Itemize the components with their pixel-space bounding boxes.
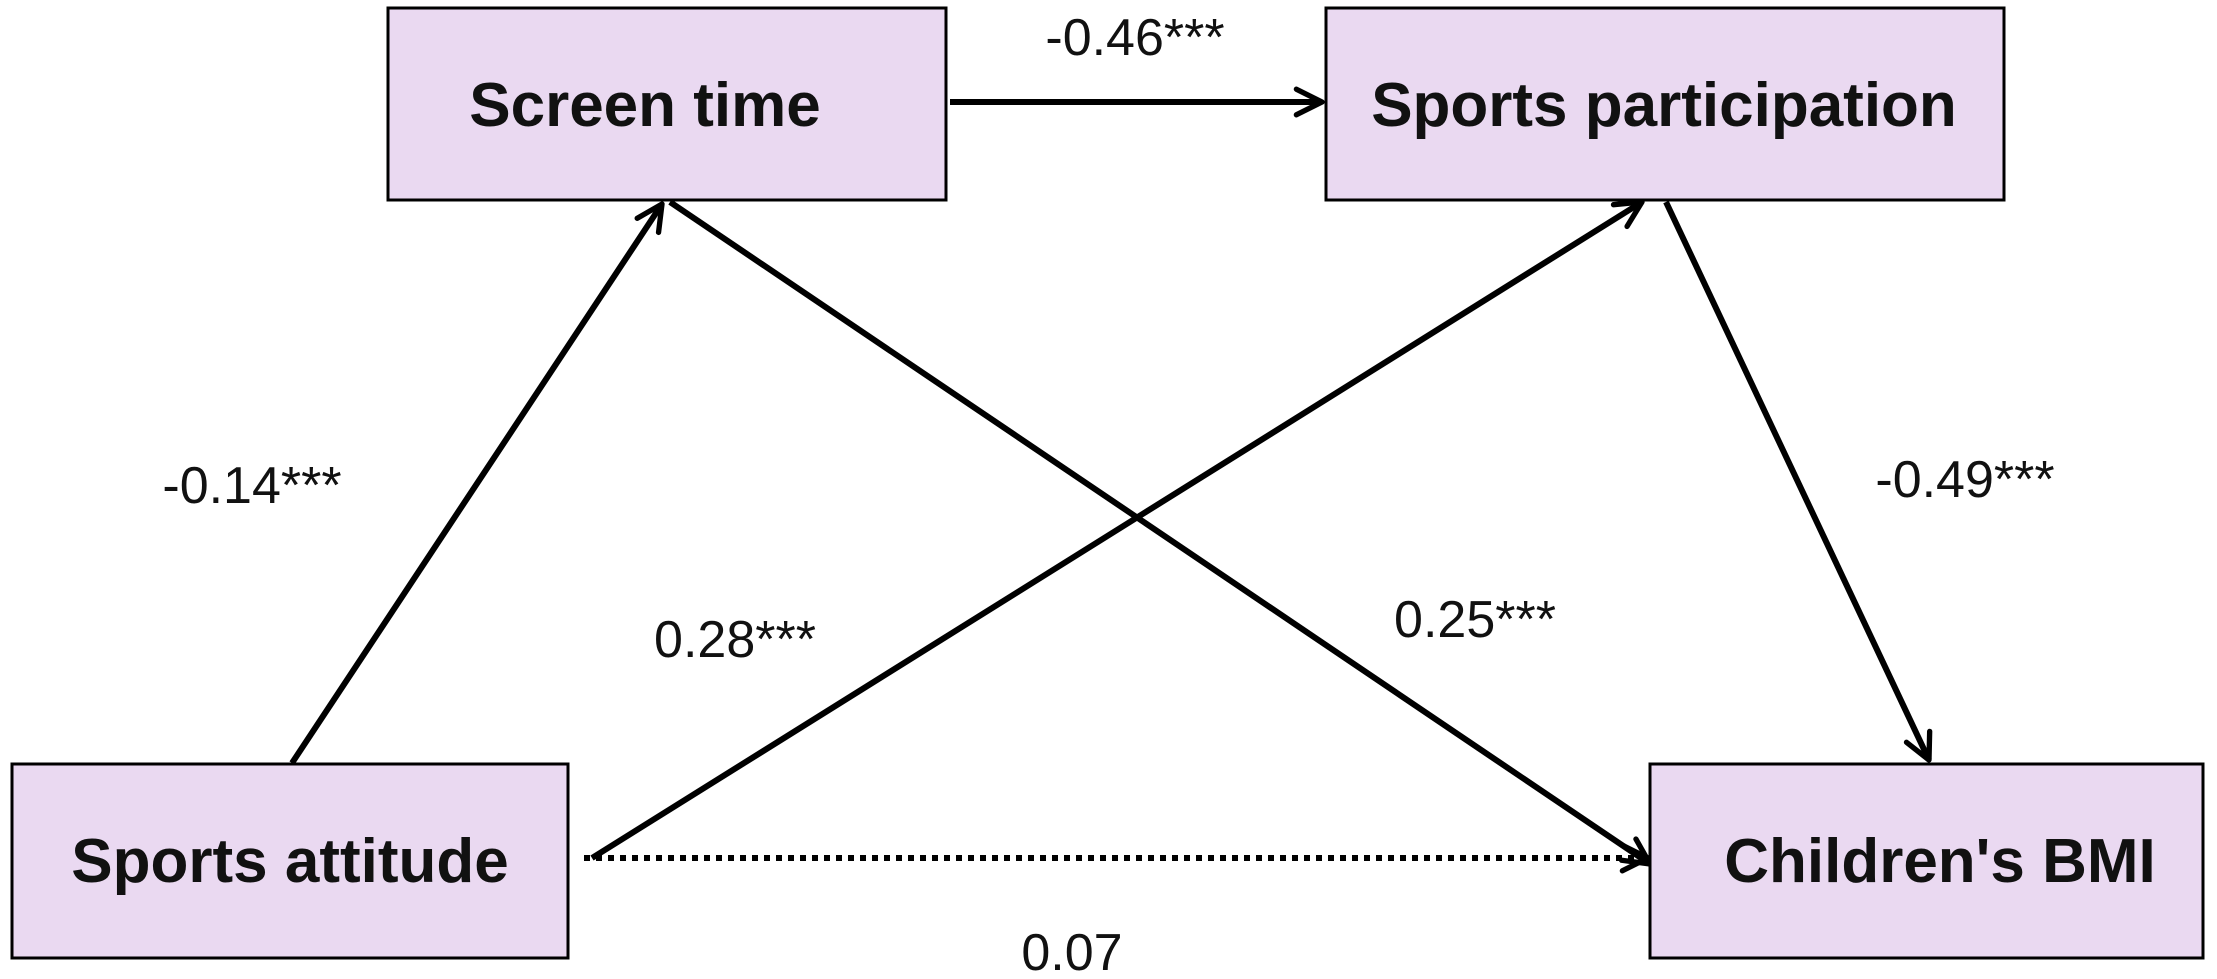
node-sports-participation: Sports participation: [1324, 6, 2006, 202]
edge-label-attitude-to-participation: 0.28***: [654, 611, 816, 669]
edge-attitude-to-screen: [289, 201, 665, 765]
edge-label-attitude-to-bmi: 0.07: [1021, 924, 1122, 979]
node-sports-attitude-label: Sports attitude: [71, 827, 508, 896]
edge-participation-to-bmi: [1663, 200, 1933, 763]
node-sports-participation-label: Sports participation: [1371, 71, 1957, 140]
node-childrens-bmi-label: Children's BMI: [1724, 827, 2156, 896]
edge-label-participation-to-bmi: -0.49***: [1875, 451, 2054, 509]
node-sports-attitude: Sports attitude: [10, 762, 570, 960]
edge-attitude-to-participation: [590, 199, 1645, 861]
edge-label-attitude-to-screen: -0.14***: [162, 457, 341, 515]
edge-label-screen-to-participation: -0.46***: [1045, 9, 1224, 67]
node-childrens-bmi: Children's BMI: [1648, 762, 2205, 960]
edge-label-screen-to-bmi: 0.25***: [1394, 591, 1556, 649]
node-screen-time-label: Screen time: [469, 71, 821, 140]
node-screen-time: Screen time: [386, 6, 948, 202]
edge-screen-to-bmi: [668, 199, 1653, 867]
